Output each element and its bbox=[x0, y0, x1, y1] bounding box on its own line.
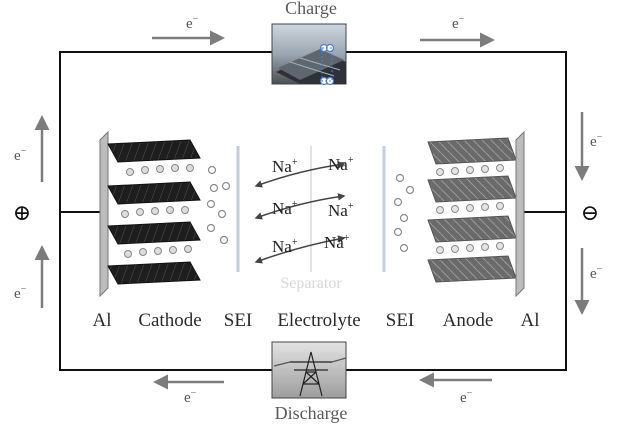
label-al-right: Al bbox=[521, 310, 540, 331]
cathode-current-collector bbox=[99, 130, 109, 298]
ion-label: Na+ bbox=[272, 199, 298, 218]
cathode-layer bbox=[107, 221, 201, 245]
charge-label: Charge bbox=[285, 0, 337, 18]
power-tower-image bbox=[271, 341, 347, 399]
solar-panel-image bbox=[271, 23, 347, 86]
anode-row bbox=[427, 255, 517, 283]
sodium-ions bbox=[254, 161, 346, 264]
electron-label-right-upper: e− bbox=[590, 132, 603, 150]
label-al-left: Al bbox=[93, 310, 112, 331]
anode-row bbox=[427, 175, 517, 203]
cathode-layers bbox=[107, 139, 231, 285]
label-cathode: Cathode bbox=[138, 310, 201, 331]
ion-label: Na+ bbox=[328, 201, 354, 220]
electron-label-top-right: e− bbox=[452, 14, 465, 32]
anode-row bbox=[427, 215, 517, 243]
ion-label: Na+ bbox=[272, 237, 298, 256]
discharge-label: Discharge bbox=[275, 403, 348, 423]
anode-row bbox=[427, 137, 517, 165]
anode-side-ions bbox=[393, 173, 415, 253]
electron-label-right-lower: e− bbox=[590, 264, 603, 282]
anode-blocks bbox=[427, 137, 517, 283]
ion-label: Na+ bbox=[272, 157, 298, 176]
ion-labels: Na+ Na+ Na+ Na+ Na+ Na+ bbox=[272, 155, 354, 256]
electron-label-top-left: e− bbox=[186, 14, 199, 32]
cathode-layer bbox=[107, 181, 201, 205]
electron-label-left-upper: e− bbox=[14, 146, 27, 164]
electron-label-bottom-right: e− bbox=[460, 388, 473, 406]
electron-arrows bbox=[34, 30, 590, 390]
label-sei-right: SEI bbox=[386, 310, 415, 331]
anode-current-collector bbox=[515, 130, 525, 298]
electron-label-bottom-left: e− bbox=[184, 388, 197, 406]
cathode-layer bbox=[107, 139, 201, 163]
ion-label: Na+ bbox=[324, 233, 350, 252]
external-circuit bbox=[59, 51, 567, 371]
label-anode: Anode bbox=[443, 310, 494, 331]
component-labels: Al Cathode SEI Electrolyte SEI Anode Al bbox=[93, 310, 540, 331]
label-sei-left: SEI bbox=[224, 310, 253, 331]
cathode-layer bbox=[107, 261, 201, 285]
positive-terminal-icon: ⊕ bbox=[13, 200, 31, 225]
label-electrolyte: Electrolyte bbox=[277, 310, 360, 331]
electron-label-left-lower: e− bbox=[14, 284, 27, 302]
ion-label: Na+ bbox=[328, 155, 354, 174]
electron-labels: e− e− e− e− e− e− e− e− bbox=[14, 14, 603, 406]
negative-terminal-icon: ⊖ bbox=[581, 200, 599, 225]
separator-label: Separator bbox=[280, 275, 342, 292]
